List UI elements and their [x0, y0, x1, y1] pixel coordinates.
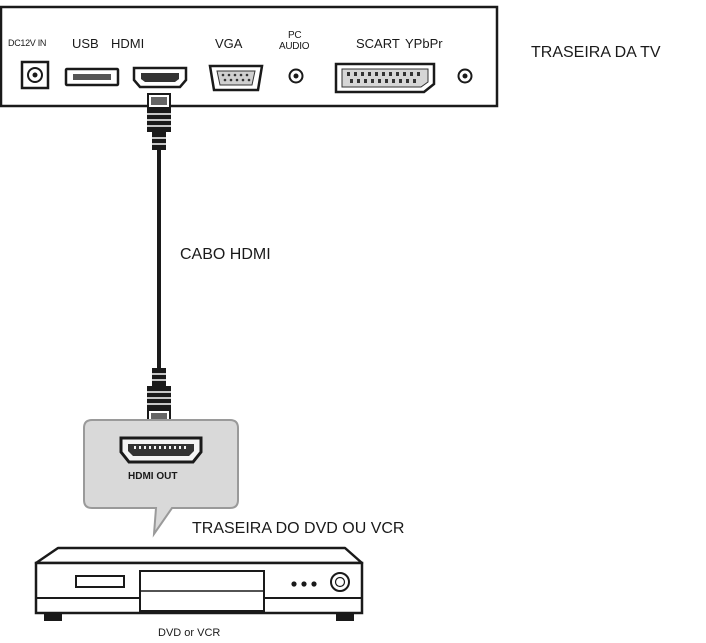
audio-label: AUDIO [279, 41, 310, 52]
pc-label: PC [288, 30, 302, 41]
device-caption: DVD or VCR [158, 627, 221, 639]
ypbpr-port [457, 68, 473, 84]
dvd-hdmi-out-port [119, 436, 203, 464]
scart-port [334, 62, 436, 94]
dc-in-port [20, 60, 50, 90]
cable-bottom-connector [147, 368, 171, 423]
scart-label: SCART [356, 36, 400, 51]
indicator-dot [311, 581, 317, 587]
dc-in-label: DC12V IN [8, 38, 47, 48]
hdmi-out-label: HDMI OUT [128, 471, 178, 482]
ypbpr-label: YPbPr [405, 36, 443, 51]
tv-hdmi-port [132, 66, 188, 89]
cable-label: CABO HDMI [180, 246, 271, 263]
pc-audio-port [288, 68, 304, 84]
indicator-dot [301, 581, 307, 587]
hdmi-label: HDMI [111, 36, 145, 51]
usb-label: USB [72, 36, 99, 51]
vga-port [208, 64, 264, 92]
usb-port [64, 67, 120, 87]
tv-back-title: TRASEIRA DA TV [531, 44, 661, 61]
disc-tray [75, 575, 125, 588]
cable-top-connector [147, 93, 171, 150]
vga-label: VGA [215, 36, 243, 51]
dvd-back-title: TRASEIRA DO DVD OU VCR [192, 520, 405, 537]
indicator-dot [291, 581, 297, 587]
dvd-device [34, 546, 364, 621]
